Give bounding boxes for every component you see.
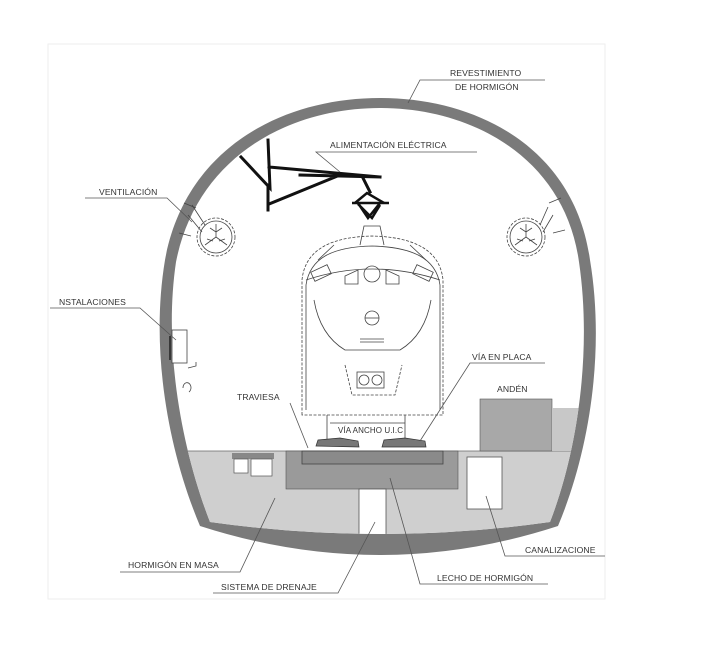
label-ventilacion: VENTILACIÓN <box>99 187 157 197</box>
ventilation-fan-left <box>187 204 236 257</box>
label-de-hormigon: DE HORMIGÓN <box>455 82 519 92</box>
rail-right <box>381 437 427 448</box>
ventilation-fan-right <box>506 206 554 257</box>
label-instalaciones: NSTALACIONES <box>59 297 126 307</box>
conduits <box>466 456 503 510</box>
label-revestimiento: REVESTIMIENTO <box>450 68 522 78</box>
installations-box <box>169 329 197 393</box>
slab-track-bed <box>301 450 444 465</box>
label-canalizaciones: CANALIZACIONE <box>525 545 596 555</box>
label-via-en-placa: VÍA EN PLACA <box>472 352 532 362</box>
label-lecho: LECHO DE HORMIGÓN <box>437 573 533 583</box>
label-drenaje: SISTEMA DE DRENAJE <box>221 582 317 592</box>
drainage <box>358 488 387 534</box>
rail-left <box>315 437 360 448</box>
label-via-ancho: VÍA ANCHO U.I.C <box>338 426 403 435</box>
platform <box>479 398 553 452</box>
overhead-catenary <box>238 138 389 221</box>
label-hormigon-masa: HORMIGÓN EN MASA <box>128 560 219 570</box>
label-anden: ANDÉN <box>497 384 528 394</box>
label-traviesa: TRAVIESA <box>237 392 280 402</box>
train-front <box>301 225 444 448</box>
label-alimentacion: ALIMENTACIÓN ELÉCTRICA <box>330 140 447 150</box>
